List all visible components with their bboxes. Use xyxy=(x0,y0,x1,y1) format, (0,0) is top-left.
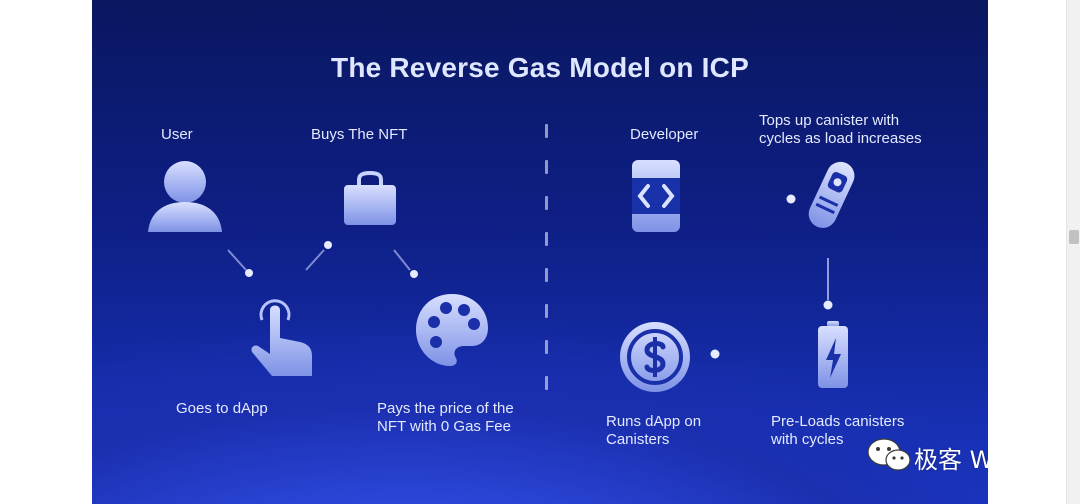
user-icon xyxy=(148,161,222,232)
developer-label: Developer xyxy=(630,126,699,143)
dapp-label: Goes to dApp xyxy=(176,400,268,417)
hand-pointer-icon xyxy=(251,299,312,376)
connector-rocket-to-battery xyxy=(823,258,833,310)
scrollbar-thumb[interactable] xyxy=(1069,230,1079,244)
user-label: User xyxy=(161,126,193,143)
connector-battery-to-coin xyxy=(710,349,798,359)
buy-label: Buys The NFT xyxy=(311,126,408,143)
rocket-icon xyxy=(808,161,855,228)
vertical-scrollbar[interactable] xyxy=(1066,0,1080,504)
topup-label: Tops up canister with cycles as load inc… xyxy=(759,112,922,147)
code-icon xyxy=(632,160,680,232)
connector-user-to-dapp xyxy=(227,249,253,277)
wechat-logo-icon xyxy=(867,438,911,471)
dashed-divider xyxy=(545,124,548,404)
preload-label: Pre-Loads canisters with cycles xyxy=(771,413,905,448)
run-label: Runs dApp on Canisters xyxy=(606,413,702,448)
page-margin-right xyxy=(988,0,1066,504)
shopping-bag-icon xyxy=(344,170,396,225)
palette-icon xyxy=(416,294,488,366)
connector-dapp-to-buy xyxy=(305,241,332,271)
dollar-coin-icon xyxy=(620,322,690,392)
pay-label: Pays the price of the NFT with 0 Gas Fee xyxy=(377,400,514,435)
battery-icon xyxy=(818,321,848,388)
connector-lines xyxy=(227,194,833,359)
connector-developer-to-rocket xyxy=(708,194,796,204)
connector-buy-to-pay xyxy=(393,249,418,278)
slide-title: The Reverse Gas Model on ICP xyxy=(331,52,749,83)
slide: The Reverse Gas Model on ICP xyxy=(92,0,988,504)
page-margin-left xyxy=(0,0,92,504)
